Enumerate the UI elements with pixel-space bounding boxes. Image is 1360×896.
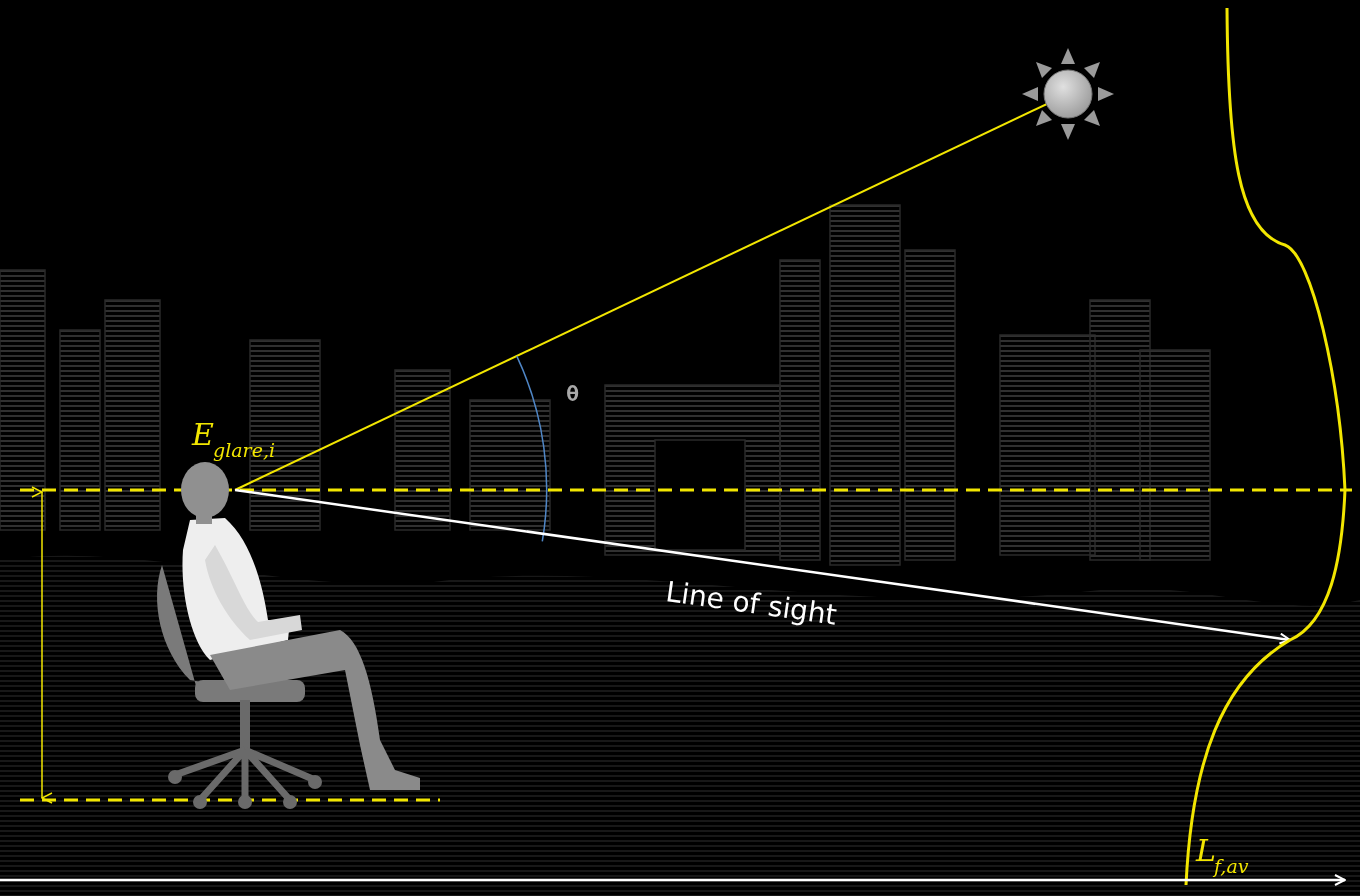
luminance-subscript: f,av — [1214, 857, 1248, 876]
city-background — [0, 205, 1360, 896]
sun-ray — [235, 94, 1068, 490]
line-of-sight-arrow — [235, 490, 1290, 640]
floor-line — [20, 799, 440, 802]
luminance-curve — [1186, 8, 1345, 885]
glare-symbol: E — [192, 420, 214, 450]
distance-axis — [0, 879, 1345, 882]
angle-arc — [517, 356, 547, 541]
sun-symbol — [1022, 48, 1114, 140]
glare-subscript: glare,i — [213, 441, 275, 460]
luminance-symbol: L — [1196, 836, 1216, 866]
eye-height-dimension — [41, 492, 43, 798]
angle-symbol: θ — [566, 383, 579, 405]
seated-person — [157, 462, 420, 809]
